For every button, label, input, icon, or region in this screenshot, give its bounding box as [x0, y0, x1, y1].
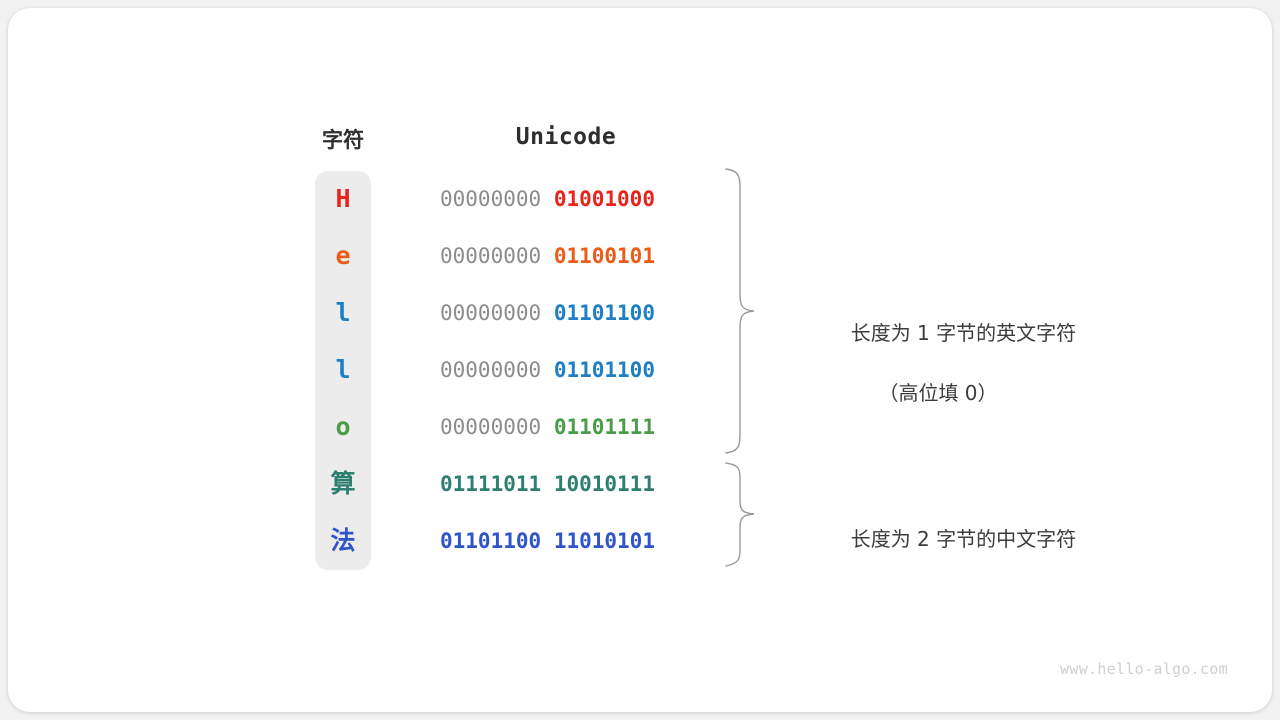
row-unicode-bits: 01101100 11010101 — [440, 524, 692, 558]
row-low-byte: 01100101 — [553, 244, 655, 268]
row-unicode-bits: 00000000 01101111 — [440, 410, 692, 444]
row-high-byte: 00000000 — [440, 244, 542, 268]
row-byte-separator — [541, 529, 554, 553]
row-low-byte: 01101100 — [553, 301, 655, 325]
diagram-stage: 字符 Unicode H 00000000 01001000 e 00000000 0… — [8, 8, 1272, 712]
row-high-byte: 01111011 — [440, 472, 542, 496]
annotation-one-byte-line2: （高位填 0） — [878, 381, 998, 405]
row-low-byte: 01101111 — [553, 415, 655, 439]
annotation-one-byte-line1: 长度为 1 字节的英文字符 — [850, 321, 1077, 345]
character-column-pill — [315, 171, 371, 570]
brace-one-byte-group — [725, 168, 755, 454]
row-low-byte: 10010111 — [553, 472, 655, 496]
row-character: 算 — [330, 469, 356, 498]
row-low-byte: 01101100 — [553, 358, 655, 382]
row-character: 法 — [330, 526, 356, 555]
annotation-one-byte: 长度为 1 字节的英文字符 （高位填 0） — [768, 288, 1108, 468]
row-high-byte: 00000000 — [440, 415, 542, 439]
row-unicode-bits: 00000000 01100101 — [440, 239, 692, 273]
row-unicode-bits: 01111011 10010111 — [440, 467, 692, 501]
annotation-two-byte: 长度为 2 字节的中文字符 — [768, 494, 1108, 584]
diagram-card: 字符 Unicode H 00000000 01001000 e 00000000 0… — [8, 8, 1272, 712]
row-unicode-bits: 00000000 01001000 — [440, 182, 692, 216]
row-byte-separator — [541, 301, 554, 325]
row-high-byte: 00000000 — [440, 187, 542, 211]
row-high-byte: 00000000 — [440, 301, 542, 325]
brace-two-byte-group — [725, 462, 755, 567]
row-character: H — [335, 184, 351, 213]
column-header-character: 字符 — [322, 129, 364, 152]
row-byte-separator — [541, 415, 554, 439]
watermark: www.hello-algo.com — [1060, 660, 1228, 678]
row-high-byte: 01101100 — [440, 529, 542, 553]
row-unicode-bits: 00000000 01101100 — [440, 296, 692, 330]
annotation-two-byte-line1: 长度为 2 字节的中文字符 — [850, 527, 1077, 551]
row-character: e — [335, 241, 351, 270]
row-character: l — [335, 355, 351, 384]
row-byte-separator — [541, 244, 554, 268]
row-character: o — [335, 412, 351, 441]
row-character: l — [335, 298, 351, 327]
row-low-byte: 11010101 — [553, 529, 655, 553]
row-byte-separator — [541, 472, 554, 496]
row-byte-separator — [541, 187, 554, 211]
row-byte-separator — [541, 358, 554, 382]
row-low-byte: 01001000 — [553, 187, 655, 211]
row-unicode-bits: 00000000 01101100 — [440, 353, 692, 387]
row-high-byte: 00000000 — [440, 358, 542, 382]
column-header-unicode: Unicode — [515, 124, 617, 150]
